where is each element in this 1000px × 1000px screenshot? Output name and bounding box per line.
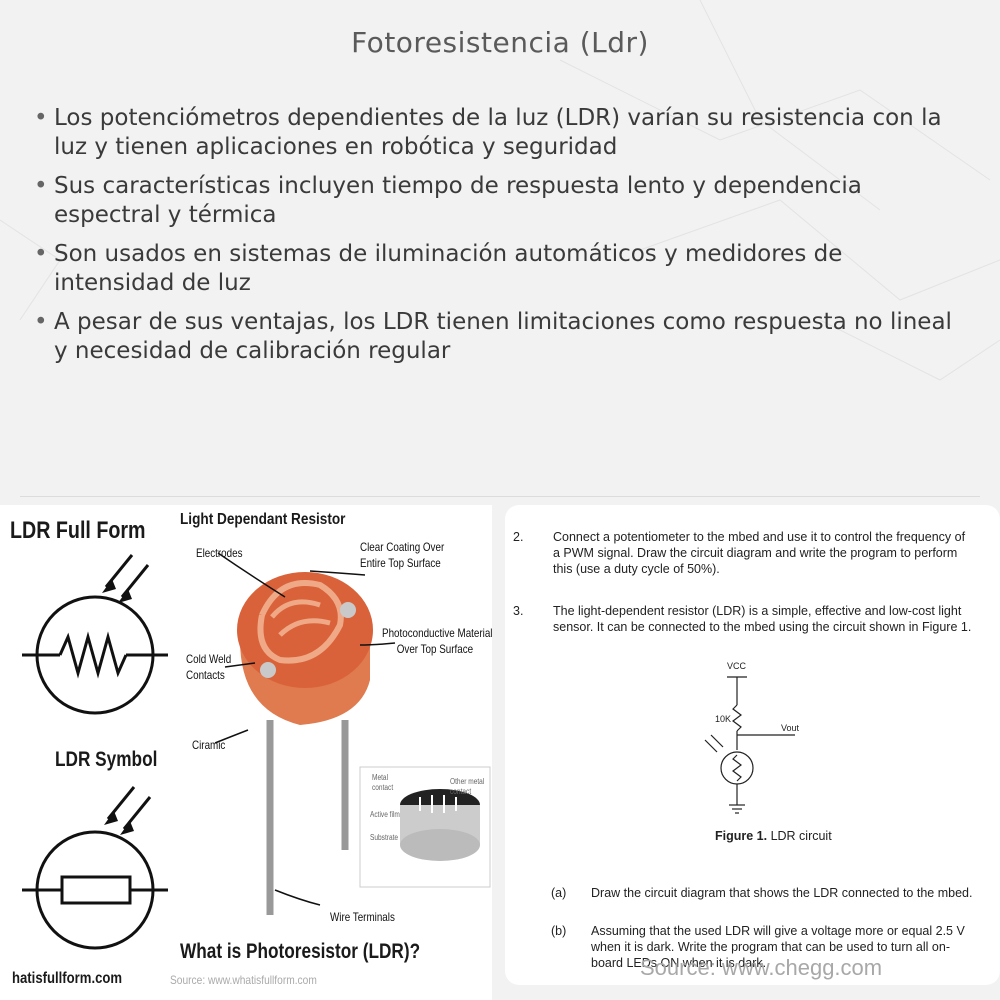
bullet-item: •A pesar de sus ventajas, los LDR tienen… [30,308,970,366]
question-text: Connect a potentiometer to the mbed and … [553,530,966,576]
ldr-full-form-heading: LDR Full Form [10,517,146,544]
label-electrodes: Electrodes [196,546,243,560]
label-substrate: Substrate [370,833,399,842]
label-metal-contact: Metal contact [372,773,393,793]
ldr-symbol-resistor [22,554,168,715]
callout-arrows [214,552,396,906]
background-network-decoration [0,0,1000,381]
what-is-caption: What is Photoresistor (LDR)? [180,940,421,963]
page-title: Fotoresistencia (Ldr) [351,26,649,59]
subquestion-text: Draw the circuit diagram that shows the … [591,886,973,900]
source-right: Source: www.chegg.com [640,955,883,980]
bullet-item: •Son usados en sistemas de iluminación a… [30,240,970,298]
bullet-text: Los potenciómetros dependientes de la lu… [54,105,942,160]
ldr-symbol-rectangle [22,786,168,950]
ldr-diagram-image: LDR Full Form LDR Symbol hatisfullform.c… [0,505,492,1000]
label-other-metal: Other metal contact [450,777,484,797]
ldr-circuit-diagram: VCC 10K Vout [704,661,800,814]
question-text: The light-dependent resistor (LDR) is a … [553,604,972,634]
bullet-text: A pesar de sus ventajas, los LDR tienen … [54,309,952,364]
ldr-cross-section-inset [359,766,491,888]
label-line: Photoconductive Material [382,626,492,640]
bullet-item: •Sus características incluyen tiempo de … [30,172,970,230]
bullet-item: •Los potenciómetros dependientes de la l… [30,104,970,162]
ldr-symbol-label: LDR Symbol [55,748,158,771]
vout-label: Vout [781,723,800,733]
caption-text: LDR circuit [767,829,832,843]
label-line: Over Top Surface [396,642,474,656]
label-wire-terminals: Wire Terminals [330,910,395,924]
diagram-title: Light Dependant Resistor [180,511,346,528]
bullet-dot: • [34,173,48,199]
question-number: 3. [513,604,524,618]
label-line: Contacts [186,668,225,682]
ldr-diagram-drawing [22,552,491,950]
label-ceramic: Ciramic [192,738,226,752]
bullet-list: •Los potenciómetros dependientes de la l… [30,104,970,376]
bullet-dot: • [34,309,48,335]
label-line: Other metal [450,777,485,786]
subquestion-number: (b) [551,924,567,938]
site-label: hatisfullform.com [12,970,123,987]
subquestion-text: Assuming that the used LDR will give a v… [591,924,965,970]
section-divider [20,496,980,497]
label-line: Metal [372,773,389,782]
label-clear-coating: Clear Coating Over Entire Top Surface [360,539,444,571]
label-photoconductive: Photoconductive Material Over Top Surfac… [382,625,492,657]
exercise-document-image: 2. Connect a potentiometer to the mbed a… [505,505,1000,985]
label-line: Entire Top Surface [360,556,441,570]
figure-caption: Figure 1. LDR circuit [715,829,832,843]
label-line: contact [372,783,394,792]
bullet-dot: • [34,241,48,267]
label-line: contact [450,787,472,796]
bullet-dot: • [34,105,48,131]
source-left: Source: www.whatisfullform.com [170,973,317,987]
vcc-label: VCC [727,661,747,671]
ldr-component [237,572,373,915]
label-line: Clear Coating Over [360,540,445,554]
label-line: Cold Weld [186,652,232,666]
caption-bold: Figure 1. [715,829,768,843]
bullet-text: Son usados en sistemas de iluminación au… [54,241,843,296]
bullet-text: Sus características incluyen tiempo de r… [54,173,862,228]
resistor-label: 10K [715,714,731,724]
label-cold-weld: Cold Weld Contacts [186,651,231,683]
label-active-film: Active film [370,810,400,819]
question-number: 2. [513,530,524,544]
subquestion-number: (a) [551,886,567,900]
